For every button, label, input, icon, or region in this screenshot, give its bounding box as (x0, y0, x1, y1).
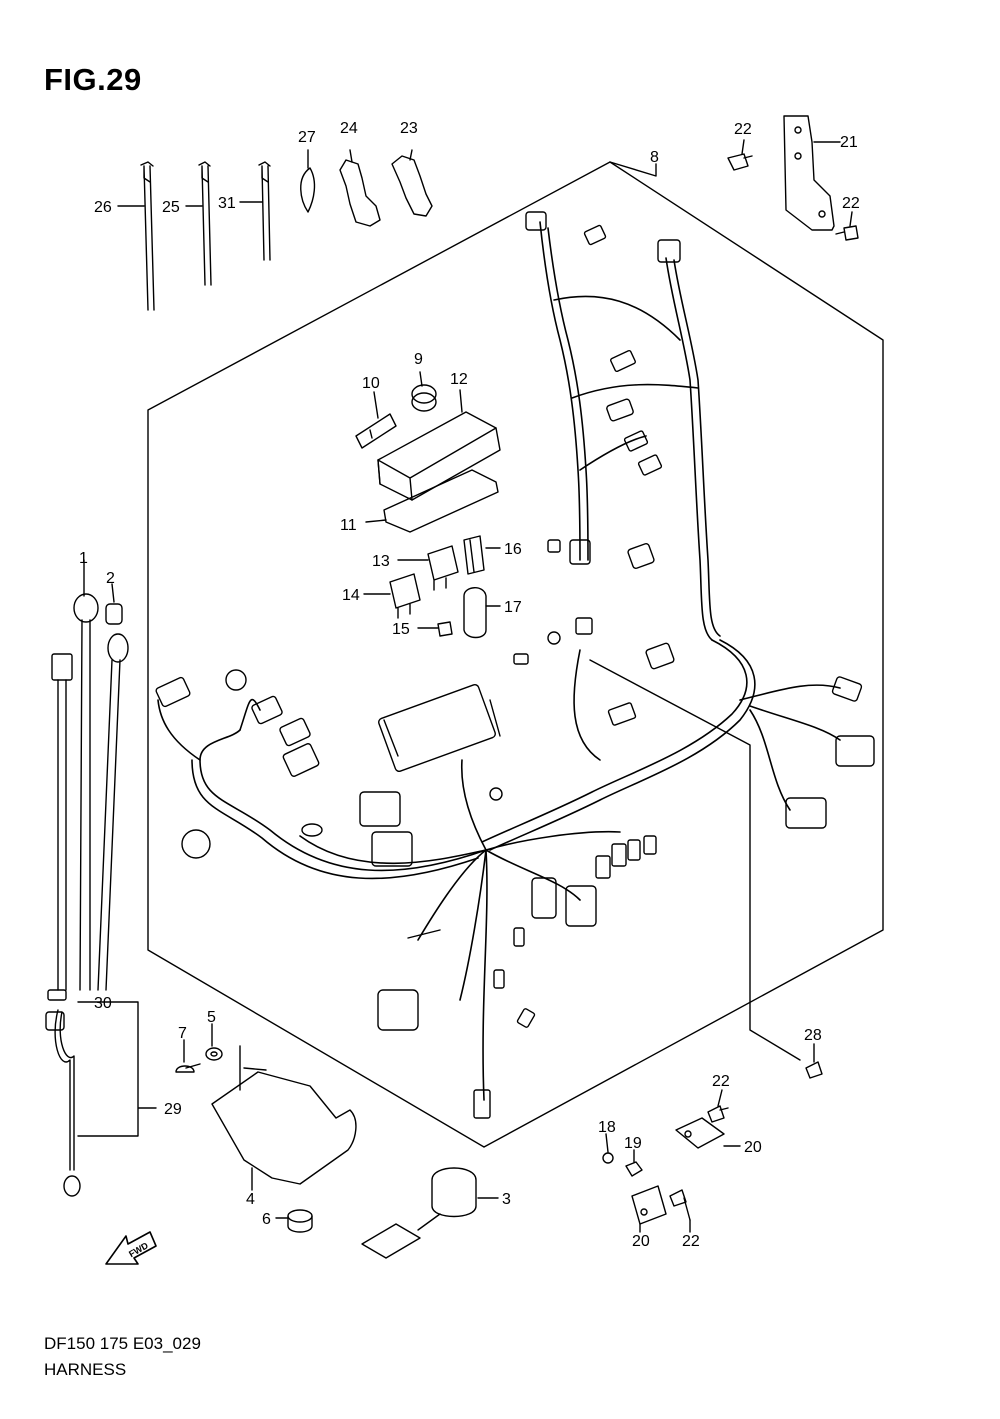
callout-19: 19 (624, 1135, 642, 1152)
sensor-3 (361, 1167, 499, 1259)
relay-13 (397, 545, 459, 591)
callout-22-top: 22 (734, 121, 752, 138)
figure-title: FIG.29 (44, 62, 142, 97)
washer-18 (602, 1133, 614, 1164)
grommet-9 (411, 371, 437, 412)
cable-tie-31 (258, 161, 271, 261)
bolt-22-right (835, 211, 859, 241)
leader-8 (609, 161, 657, 177)
callout-1: 1 (79, 550, 88, 567)
figure-code: DF150 175 E03_029 (44, 1334, 201, 1353)
callout-9: 9 (414, 351, 423, 368)
forward-arrow-icon: FWD (105, 1231, 157, 1265)
callout-22-bottom: 22 (682, 1233, 700, 1250)
callout-17: 17 (504, 599, 522, 616)
callout-16: 16 (504, 541, 522, 558)
callout-21: 21 (840, 134, 858, 151)
fuse-15 (417, 621, 453, 637)
fuse-16 (463, 535, 501, 575)
fuse-holder-cable (47, 653, 73, 1001)
cable-tie-25 (198, 161, 212, 286)
clamp-24 (339, 149, 381, 227)
callout-28: 28 (804, 1027, 822, 1044)
fuse-cap-17 (463, 587, 501, 639)
fuse-box-cover-12 (377, 389, 501, 501)
assembly-outline-inner-edge (589, 659, 801, 1061)
clamp-20-upper (675, 1117, 741, 1149)
callout-31: 31 (218, 195, 236, 212)
grommet-6 (275, 1209, 313, 1233)
leader-26-25-31 (117, 201, 263, 207)
cover-clip-10 (355, 391, 397, 449)
screw-28 (805, 1043, 823, 1079)
screw-7 (175, 1039, 201, 1073)
callout-20-upper: 20 (744, 1139, 762, 1156)
callout-30: 30 (94, 995, 112, 1012)
bracket-21 (783, 115, 841, 231)
ground-cable-29 (45, 1009, 81, 1197)
callout-2: 2 (106, 570, 115, 587)
callout-20-lower: 20 (632, 1233, 650, 1250)
battery-cable-2 (97, 583, 129, 991)
bolt-22-bottom (669, 1189, 691, 1233)
bolt-22-middle (707, 1089, 729, 1123)
bolt-22-top (727, 139, 753, 171)
nut-19 (625, 1149, 643, 1177)
figure-name: HARNESS (44, 1360, 127, 1379)
callout-11: 11 (340, 517, 357, 534)
callout-26: 26 (94, 199, 112, 216)
washer-5 (205, 1023, 223, 1061)
bracket-4 (211, 1045, 357, 1191)
harness-connectors (155, 211, 875, 1119)
cable-tie-26 (140, 161, 155, 311)
callout-8: 8 (650, 149, 659, 166)
battery-cable-1 (73, 559, 99, 991)
seal-11 (365, 469, 499, 533)
callout-labels: 1 2 3 4 5 6 7 8 9 10 11 12 13 14 15 16 1… (79, 120, 860, 1250)
callout-15: 15 (392, 621, 410, 638)
clip-27 (300, 149, 316, 213)
callout-18: 18 (598, 1119, 616, 1136)
relay-14 (363, 573, 421, 619)
callout-24: 24 (340, 120, 358, 137)
clamp-20-lower (631, 1185, 667, 1233)
callout-25: 25 (162, 199, 180, 216)
callout-27: 27 (298, 129, 316, 146)
callout-5: 5 (207, 1009, 216, 1026)
callout-13: 13 (372, 553, 390, 570)
callout-7: 7 (178, 1025, 187, 1042)
clamp-23 (391, 149, 433, 217)
callout-23: 23 (400, 120, 418, 137)
bracket-30-29 (77, 1001, 157, 1137)
callout-10: 10 (362, 375, 380, 392)
callout-14: 14 (342, 587, 360, 604)
callout-22-middle: 22 (712, 1073, 730, 1090)
main-harness-8 (157, 221, 841, 1101)
callout-12: 12 (450, 371, 468, 388)
callout-29: 29 (164, 1101, 182, 1118)
callout-22-right: 22 (842, 195, 860, 212)
callout-4: 4 (246, 1191, 255, 1208)
callout-3: 3 (502, 1191, 511, 1208)
callout-6: 6 (262, 1211, 271, 1228)
